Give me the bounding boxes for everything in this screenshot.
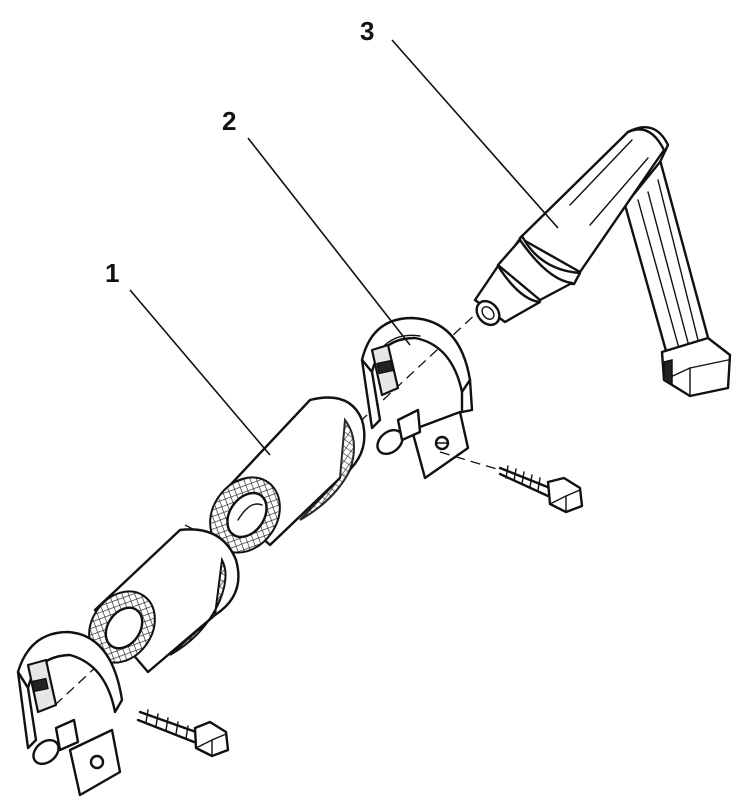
callout-label-3: 3 bbox=[360, 16, 374, 46]
leader-line-1 bbox=[129, 289, 271, 456]
insulation-sleeve-upper bbox=[209, 396, 366, 554]
angled-pipe bbox=[473, 126, 732, 398]
leader-line-3 bbox=[391, 39, 559, 229]
leader-lines bbox=[129, 39, 559, 456]
upper-pipe-clamp bbox=[360, 316, 474, 480]
lower-wood-screw bbox=[136, 709, 230, 758]
leader-line-2 bbox=[247, 137, 411, 346]
upper-wood-screw bbox=[439, 451, 584, 514]
callout-label-1: 1 bbox=[105, 258, 119, 288]
insulation-sleeve-lower bbox=[88, 524, 240, 674]
lower-pipe-clamp bbox=[16, 630, 124, 797]
callout-label-2: 2 bbox=[222, 106, 236, 136]
